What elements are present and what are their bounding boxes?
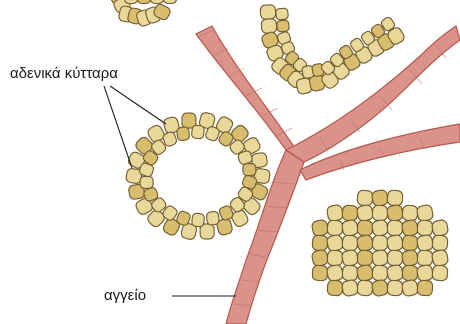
gland-cell-solid-cluster	[416, 204, 434, 222]
gland-cell-solid-cluster	[401, 249, 419, 267]
gland-cell-solid-cluster	[417, 220, 433, 236]
leader-line-glandular-2	[110, 86, 166, 124]
gland-cell-solid-cluster	[312, 235, 328, 251]
gland-cell-solid-cluster	[432, 235, 448, 251]
gland-cell-solid-cluster	[342, 235, 358, 251]
gland-cell-solid-cluster	[356, 264, 374, 282]
gland-cell-duct	[260, 4, 276, 19]
gland-cell-duct	[261, 18, 277, 33]
gland-cell-solid-cluster	[342, 265, 358, 281]
label-glandular-cells: αδενικά κύτταρα	[10, 66, 118, 81]
gland-cell-solid-cluster	[431, 249, 449, 267]
gland-cell-solid-cluster	[327, 280, 343, 296]
gland-cell-solid-cluster	[387, 190, 403, 206]
gland-cell-duct	[277, 20, 290, 32]
gland-cell-solid-cluster	[387, 220, 403, 236]
gland-cell-solid-cluster	[416, 264, 434, 282]
gland-cell-solid-cluster	[371, 189, 389, 207]
gland-cell-solid-cluster	[402, 235, 418, 251]
gland-cell-solid-cluster	[356, 204, 374, 222]
gland-cell-solid-cluster	[432, 265, 448, 281]
gland-cell-top-cluster	[151, 0, 164, 4]
gland-cell-acinus	[140, 176, 153, 188]
gland-cell-top-cluster	[125, 0, 138, 4]
gland-cell-solid-cluster	[416, 234, 434, 252]
gland-cell-solid-cluster	[357, 280, 373, 296]
gland-cell-solid-cluster	[341, 219, 359, 237]
gland-cell-duct	[276, 8, 289, 20]
gland-cell-solid-cluster	[417, 250, 433, 266]
gland-cell-solid-cluster	[386, 204, 404, 222]
gland-cell-solid-cluster	[417, 280, 433, 296]
gland-cell-solid-cluster	[311, 219, 329, 237]
gland-cell-solid-cluster	[402, 265, 418, 281]
gland-cell-acinus	[176, 127, 190, 141]
gland-cell-solid-cluster	[342, 205, 358, 221]
gland-cell-acinus	[191, 213, 204, 227]
gland-cell-solid-cluster	[357, 250, 373, 266]
gland-cell-solid-cluster	[371, 279, 389, 297]
gland-cell-solid-cluster	[356, 234, 374, 252]
gland-cell-acinus	[243, 164, 256, 176]
gland-cell-top-cluster	[164, 0, 177, 4]
gland-cell-solid-cluster	[372, 265, 388, 281]
gland-cell-solid-cluster	[326, 204, 344, 222]
gland-cell-solid-cluster	[326, 264, 344, 282]
gland-cell-solid-cluster	[311, 249, 329, 267]
gland-cell-solid-cluster	[371, 249, 389, 267]
gland-cell-solid-cluster	[371, 219, 389, 237]
gland-cell-acinus	[191, 125, 204, 139]
gland-cell-acinus	[206, 211, 220, 225]
gland-cell-solid-cluster	[401, 279, 419, 297]
gland-cell-solid-cluster	[386, 264, 404, 282]
gland-cell-solid-cluster	[386, 234, 404, 252]
gland-cell-top-cluster	[138, 0, 151, 4]
gland-cell-solid-cluster	[327, 220, 343, 236]
gland-cell-solid-cluster	[326, 234, 344, 252]
gland-cell-solid-cluster	[372, 205, 388, 221]
gland-cell-solid-cluster	[402, 205, 418, 221]
gland-cell-solid-cluster	[431, 219, 449, 237]
gland-cell-solid-cluster	[372, 235, 388, 251]
gland-cell-solid-cluster	[387, 250, 403, 266]
gland-cell-solid-cluster	[357, 190, 373, 206]
gland-cell-solid-cluster	[387, 280, 403, 296]
gland-cell-solid-cluster	[357, 220, 373, 236]
gland-cell-solid-cluster	[341, 249, 359, 267]
gland-cell-solid-cluster	[327, 250, 343, 266]
label-vessel: αγγείο	[104, 288, 146, 303]
gland-cell-solid-cluster	[341, 279, 359, 297]
gland-cell-solid-cluster	[401, 219, 419, 237]
gland-cell-solid-cluster	[312, 265, 328, 281]
